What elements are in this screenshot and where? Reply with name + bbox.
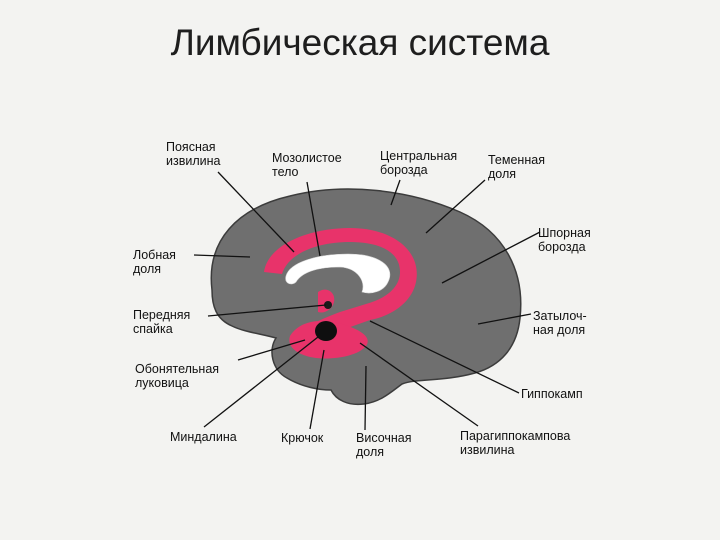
leader-callosum	[306, 181, 321, 257]
label-hippocampus: Гиппокамп	[521, 387, 583, 401]
amygdala-body	[315, 321, 337, 341]
label-parahippocampal-gyrus: Парагиппокампова извилина	[460, 429, 571, 457]
leader-amygdala	[203, 336, 319, 428]
leader-temporal	[364, 365, 367, 431]
label-calcarine-sulcus: Шпорная борозда	[538, 226, 591, 254]
leader-occipital	[477, 313, 532, 325]
leader-frontal	[193, 254, 251, 258]
label-central-sulcus: Центральная борозда	[380, 149, 458, 177]
corpus-callosum	[285, 253, 391, 294]
label-frontal-lobe: Лобная доля	[133, 248, 176, 276]
leader-parahippocampal	[359, 342, 479, 427]
label-cingulate-gyrus: Поясная извилина	[166, 140, 221, 168]
label-temporal-lobe: Височная доля	[356, 431, 412, 459]
label-occipital-lobe: Затылоч- ная доля	[533, 309, 587, 337]
label-parietal-lobe: Теменная доля	[488, 153, 545, 181]
label-amygdala: Миндалина	[170, 430, 237, 444]
label-uncus: Крючок	[281, 431, 324, 445]
leader-parietal	[425, 179, 486, 234]
label-anterior-commissure: Передняя спайка	[133, 308, 191, 336]
leader-cingulate	[217, 171, 295, 253]
leader-calcarine	[441, 231, 541, 284]
label-corpus-callosum: Мозолистое тело	[272, 151, 342, 179]
leader-uncus	[309, 349, 325, 430]
leader-anterior-commissure	[207, 304, 327, 317]
leader-olfactory	[237, 339, 306, 361]
anterior-commissure-dot	[324, 301, 332, 309]
leader-hippocampus	[369, 320, 520, 394]
slide-title: Лимбическая система	[170, 22, 550, 63]
leader-central-sulcus	[390, 179, 401, 206]
label-olfactory-bulb: Обонятельная луковица	[135, 362, 220, 390]
